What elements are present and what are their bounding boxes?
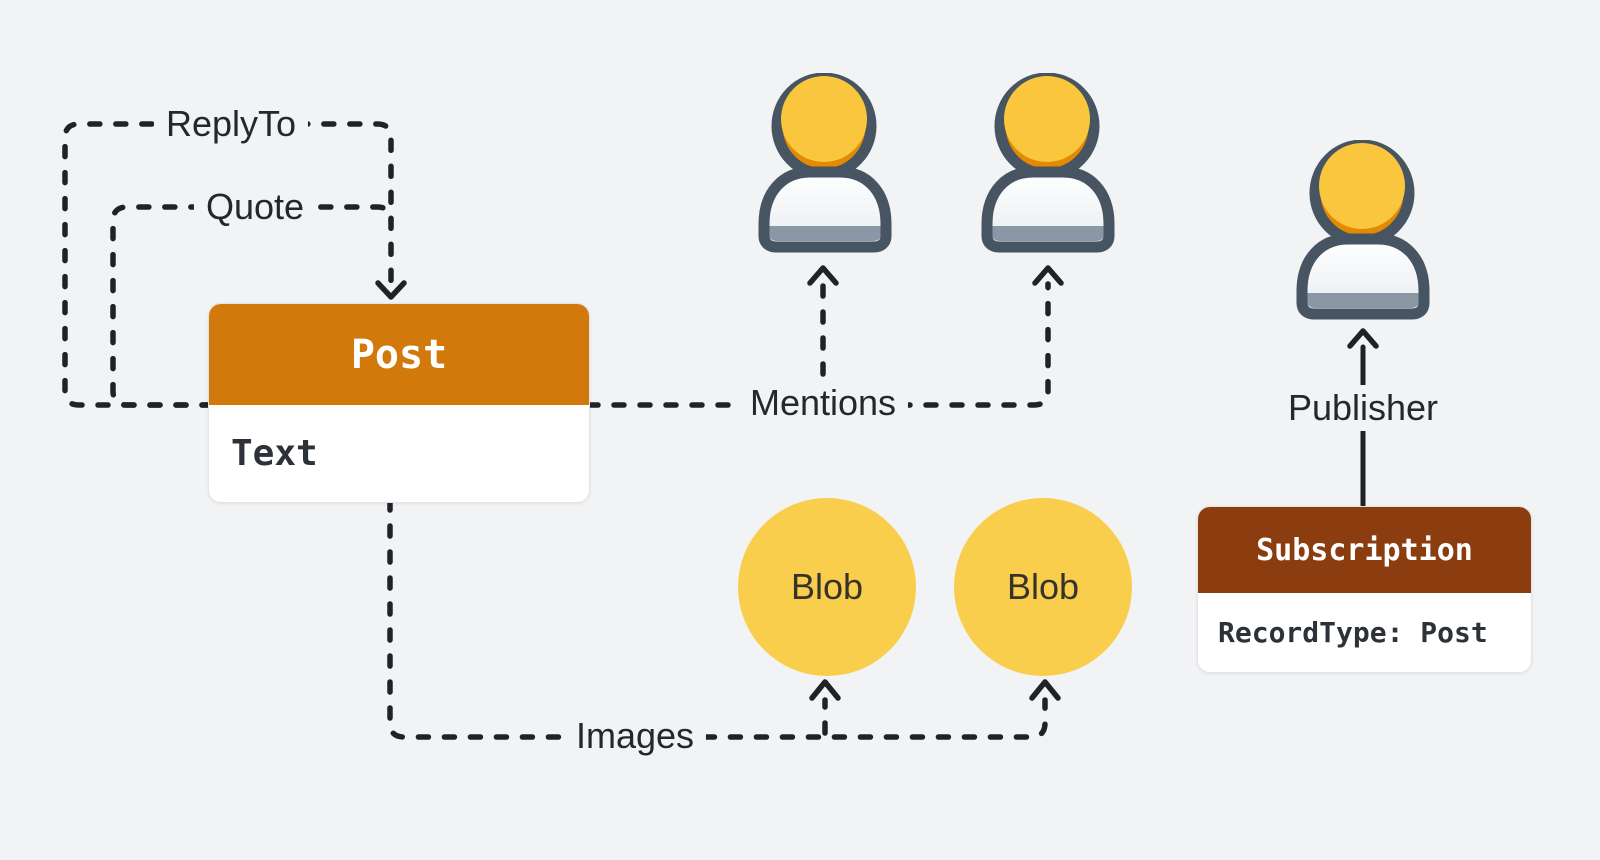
mentions-arrowhead-icon [1032, 265, 1064, 286]
replyto-label: ReplyTo [153, 101, 309, 147]
mentions-label: Mentions [737, 380, 909, 426]
blob-label-1: Blob [790, 566, 864, 607]
quote-label: Quote [193, 184, 317, 230]
post-card-title: Post [350, 331, 448, 378]
post-card-body: Text [209, 405, 589, 502]
blob-label-2: Blob [1006, 566, 1080, 607]
images-label: Images [563, 713, 707, 759]
post-card: Post Text [208, 303, 590, 503]
subscription-field-value: RecordType: Post [1218, 616, 1488, 649]
subscription-field-recordtype: RecordType: Post [1198, 593, 1531, 672]
post-field-text: Text [231, 433, 318, 474]
blob-node-2: Blob [954, 498, 1132, 676]
replyto-connector [62, 121, 394, 408]
quote-connector [110, 204, 394, 408]
publisher-arrowhead-icon [1347, 328, 1379, 349]
blob-node-1: Blob [738, 498, 916, 676]
publisher-label: Publisher [1275, 385, 1451, 431]
subscription-card-header: Subscription [1198, 507, 1531, 593]
replyto-arrowhead-icon [375, 280, 407, 300]
images-connector [387, 497, 1048, 740]
mentions-branch-arrowhead-icon [807, 265, 839, 286]
post-card-header: Post [209, 304, 589, 405]
images-branch-arrowhead-icon [809, 679, 841, 701]
subscription-card-title: Subscription [1256, 532, 1473, 568]
mentioned-user-icon-2 [973, 73, 1123, 258]
images-arrowhead-icon [1029, 679, 1061, 701]
subscription-card: Subscription RecordType: Post [1197, 506, 1532, 673]
publisher-user-icon [1288, 140, 1438, 325]
mentioned-user-icon-1 [750, 73, 900, 258]
mentions-connector [585, 281, 1051, 408]
